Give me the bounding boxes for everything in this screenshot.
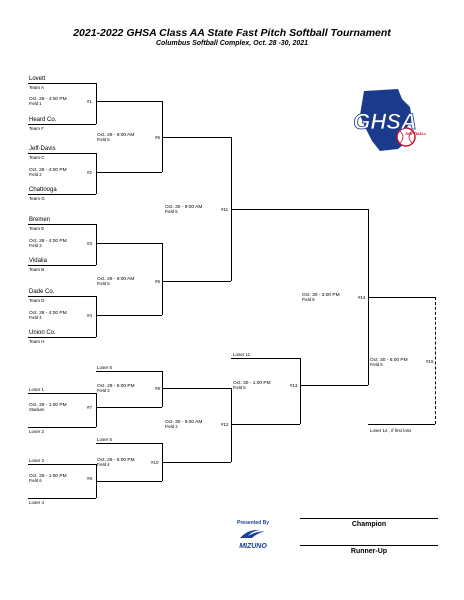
game-number: #3 xyxy=(87,241,93,246)
game-date: Oct. 28 - 4:00 PM xyxy=(29,97,67,102)
game-number: #2 xyxy=(87,170,93,175)
team-name: Vidalia xyxy=(29,258,47,264)
game-field: Field 2 xyxy=(165,424,178,429)
game-date: Oct. 30 - 3:00 PM xyxy=(302,293,340,298)
game-number: #5 xyxy=(155,135,161,140)
loser-label: Loser 6 xyxy=(97,365,113,370)
team-name: Heard Co. xyxy=(29,117,57,123)
team-name: Chattooga xyxy=(29,187,57,193)
loser-label: Loser 5 xyxy=(97,437,113,442)
presented-by-label: Presented By xyxy=(237,520,269,526)
team-line-4 xyxy=(28,194,96,195)
team-line-3 xyxy=(28,153,96,154)
mizuno-runbird-icon xyxy=(240,529,265,538)
logo-text: GHSA xyxy=(353,109,417,134)
team-name: Jeff-Davis xyxy=(29,146,56,152)
team-line-6 xyxy=(28,265,96,266)
champion-line xyxy=(300,518,438,519)
logo-subtext: SOFTBALL xyxy=(405,131,427,136)
game-field: Field 4 xyxy=(29,315,42,320)
game-field: Field 5 xyxy=(165,209,178,214)
team-line-8 xyxy=(28,337,96,338)
team-seed: Team F xyxy=(29,126,45,131)
game-number: #15 xyxy=(426,359,434,364)
team-line-2 xyxy=(28,124,96,125)
game-field: Field 2 xyxy=(29,172,42,177)
game-number: #12 xyxy=(221,422,229,427)
game-field: Field 1 xyxy=(29,101,42,106)
game-date: Oct. 30 - 1:00 PM xyxy=(233,381,271,386)
game-date: Oct. 29 - 5:00 PM xyxy=(97,458,135,463)
team-name: Dade Co. xyxy=(29,289,55,295)
game-date: Oct. 30 - 9:00 AM xyxy=(165,205,203,210)
game-number: #13 xyxy=(290,383,298,388)
game-date: Oct. 29 - 1:00 PM xyxy=(29,474,67,479)
game-number: #10 xyxy=(151,460,159,465)
runner-up-line xyxy=(300,545,438,546)
mizuno-logo: MIZUNO xyxy=(239,543,267,550)
game-date: Oct. 29 - 1:00 PM xyxy=(29,403,67,408)
game-number: #1 xyxy=(87,99,93,104)
game-field: Stadium xyxy=(29,407,45,412)
game-field: Field 6 xyxy=(302,297,315,302)
game-number: #6 xyxy=(155,279,161,284)
game-field: Field 6 xyxy=(233,385,246,390)
game-field: Field 4 xyxy=(97,462,110,467)
game-date: Oct. 28 - 4:00 PM xyxy=(29,239,67,244)
game-date: Oct. 29 - 5:00 PM xyxy=(97,384,135,389)
game-field: Field 6 xyxy=(97,281,110,286)
team-seed: Team E xyxy=(29,226,45,231)
game-number: #4 xyxy=(87,313,93,318)
team-line-7 xyxy=(28,296,96,297)
runner-up-label: Runner-Up xyxy=(350,548,388,555)
loser-label: Loser 1 xyxy=(29,387,45,392)
page-title: 2021-2022 GHSA Class AA State Fast Pitch… xyxy=(73,27,391,39)
game-field: Field 3 xyxy=(97,388,110,393)
game-field: Field 6 xyxy=(370,362,383,367)
game-number: #9 xyxy=(155,386,161,391)
game-date: Oct. 30 - 5:00 PM xyxy=(370,358,408,363)
game-field: Field 6 xyxy=(29,478,42,483)
game-date: Oct. 28 - 4:00 PM xyxy=(29,311,67,316)
game-date: Oct. 30 - 9:00 AM xyxy=(165,420,203,425)
ghsa-logo: GHSA SOFTBALL xyxy=(353,89,427,151)
game-date: Oct. 28 - 4:00 PM xyxy=(29,168,67,173)
loser-label: Loser 14 , if first loss xyxy=(370,428,412,433)
team-seed: Team D xyxy=(29,298,45,303)
loser-label: Loser 4 xyxy=(29,500,45,505)
game-number: #11 xyxy=(221,207,229,212)
team-seed: Team H xyxy=(29,339,45,344)
game-number: #8 xyxy=(87,476,93,481)
game-date: Oct. 29 - 9:00 AM xyxy=(97,277,135,282)
loser-label: Loser 11 xyxy=(233,352,251,357)
team-seed: Team A xyxy=(29,85,45,90)
game-number: #14 xyxy=(358,295,366,300)
team-line-1 xyxy=(28,83,96,84)
team-seed: Team C xyxy=(29,155,45,160)
game-field: Field 3 xyxy=(29,243,42,248)
team-name: Bremen xyxy=(29,217,51,223)
loser-label: Loser 3 xyxy=(29,458,45,463)
page-subtitle: Columbus Softball Complex, Oct. 28 -30, … xyxy=(155,40,309,47)
team-name: Union Co. xyxy=(29,330,56,336)
team-seed: Team G xyxy=(29,196,45,201)
champion-label: Champion xyxy=(351,521,387,528)
game-field: Field 5 xyxy=(97,137,110,142)
game-date: Oct. 29 - 9:00 AM xyxy=(97,133,135,138)
team-name: Lovett xyxy=(29,76,46,82)
team-line-5 xyxy=(28,224,96,225)
team-seed: Team B xyxy=(29,267,45,272)
loser-label: Loser 2 xyxy=(29,429,45,434)
game-number: #7 xyxy=(87,405,93,410)
